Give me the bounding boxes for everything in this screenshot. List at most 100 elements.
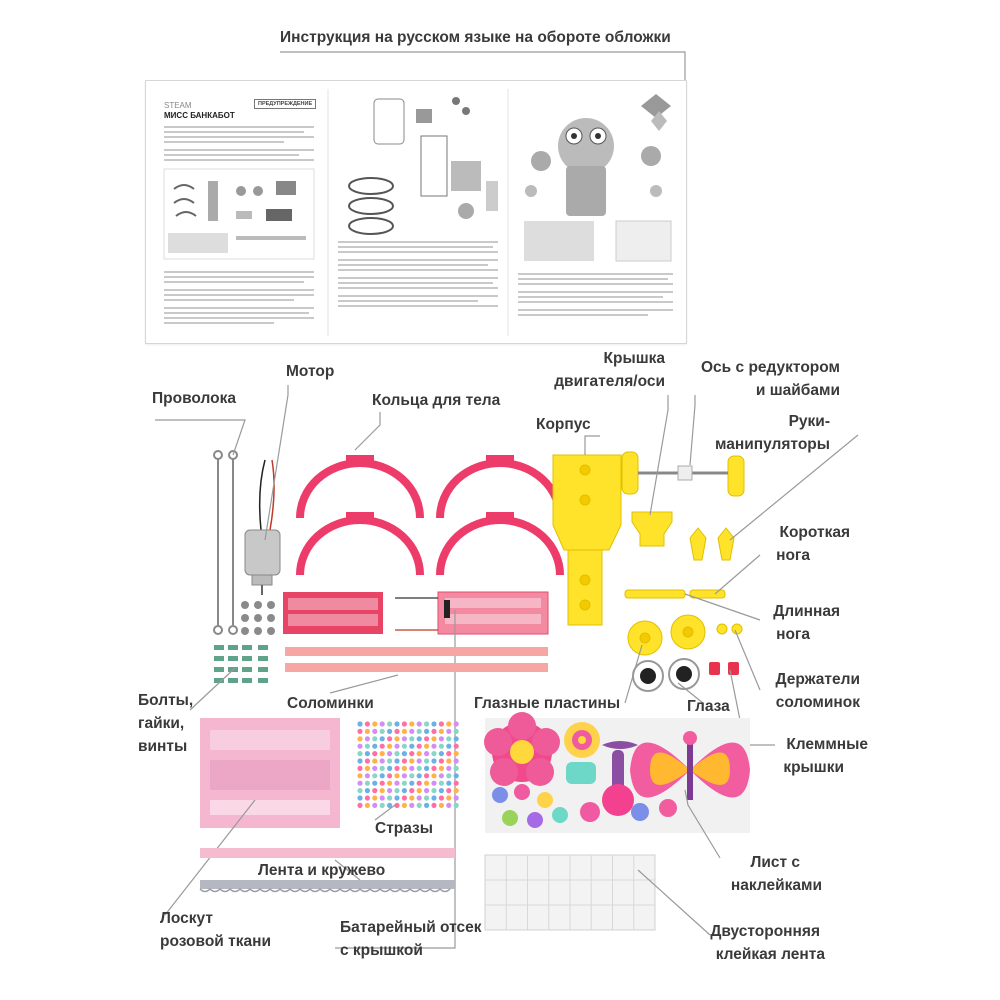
rhinestone xyxy=(401,788,407,794)
rhinestone xyxy=(453,743,459,749)
label-tape-1: Двусторонняя xyxy=(710,923,820,940)
rhinestone xyxy=(394,795,400,801)
rhinestone xyxy=(424,751,430,757)
rhinestone xyxy=(357,736,363,742)
rhinestone xyxy=(357,743,363,749)
rhinestone xyxy=(401,743,407,749)
rhinestone xyxy=(357,780,363,786)
label-rhinestones: Стразы xyxy=(375,820,434,837)
rhinestone xyxy=(431,788,437,794)
leader-long-leg xyxy=(684,593,761,621)
rhinestone xyxy=(379,788,385,794)
rhinestone xyxy=(438,743,444,749)
rhinestone xyxy=(416,728,422,735)
rhinestone xyxy=(438,780,444,786)
rhinestone xyxy=(379,780,385,786)
label-eyes: Глаза xyxy=(687,698,730,715)
rhinestone xyxy=(387,721,393,727)
rhinestone xyxy=(438,802,444,809)
rhinestone xyxy=(379,743,385,749)
rhinestone xyxy=(379,736,385,742)
rhinestone xyxy=(372,773,378,779)
label-arms-1: Руки- xyxy=(788,413,830,430)
sheet-warning: ПРЕДУПРЕЖДЕНИЕ xyxy=(254,99,317,109)
label-chassis: Корпус xyxy=(536,416,591,433)
rhinestone xyxy=(401,758,407,764)
rhinestone xyxy=(409,788,415,794)
rhinestone xyxy=(424,773,430,779)
rhinestone xyxy=(453,728,459,735)
rhinestone xyxy=(364,758,370,764)
rhinestone xyxy=(453,795,459,801)
leader-axle xyxy=(689,395,696,466)
label-long-leg-2: нога xyxy=(776,626,810,643)
rhinestone xyxy=(424,765,430,772)
rhinestone xyxy=(379,773,385,779)
label-long-leg-1: Длинная xyxy=(773,603,840,620)
rhinestone xyxy=(438,736,444,742)
rhinestone xyxy=(387,773,393,779)
rhinestone xyxy=(364,795,370,801)
chassis-part xyxy=(552,454,622,626)
rhinestone xyxy=(446,802,452,809)
rhinestone xyxy=(416,721,422,727)
rhinestone xyxy=(453,802,459,809)
rhinestone xyxy=(438,788,444,794)
rhinestone xyxy=(416,758,422,764)
label-battery-1: Батарейный отсек xyxy=(340,919,482,936)
rhinestone xyxy=(364,751,370,757)
rhinestone xyxy=(409,751,415,757)
rhinestone xyxy=(364,802,370,809)
ribbon-lace-part xyxy=(199,848,455,893)
wire-part xyxy=(213,450,238,635)
rhinestone xyxy=(401,765,407,772)
rhinestone xyxy=(364,765,370,772)
rhinestone xyxy=(394,765,400,772)
rhinestone xyxy=(446,795,452,801)
sheet-brand: STEAM xyxy=(164,101,192,110)
leader-straws xyxy=(329,674,399,694)
rhinestone xyxy=(401,751,407,757)
rhinestone xyxy=(372,780,378,786)
rhinestone xyxy=(379,721,385,727)
rhinestone xyxy=(379,795,385,801)
rhinestone xyxy=(446,773,452,779)
rhinestone xyxy=(446,780,452,786)
rhinestone xyxy=(424,728,430,735)
rhinestone xyxy=(372,721,378,727)
rhinestone xyxy=(364,743,370,749)
rhinestone xyxy=(416,773,422,779)
rhinestone xyxy=(453,788,459,794)
rhinestone xyxy=(424,721,430,727)
rhinestone xyxy=(446,721,452,727)
rhinestone xyxy=(372,802,378,809)
label-fabric-2: розовой ткани xyxy=(160,933,272,950)
rhinestone xyxy=(416,765,422,772)
arms-part xyxy=(689,527,735,561)
rhinestone xyxy=(401,795,407,801)
rhinestone xyxy=(401,780,407,786)
instruction-sheet: STEAM МИСС БАНКАБОТ ПРЕДУПРЕЖДЕНИЕ xyxy=(145,80,687,344)
rhinestone xyxy=(394,780,400,786)
label-fabric-1: Лоскут xyxy=(160,910,213,927)
rhinestone xyxy=(357,795,363,801)
rhinestone xyxy=(424,743,430,749)
rhinestone xyxy=(372,758,378,764)
rhinestone xyxy=(379,751,385,757)
rhinestone xyxy=(431,736,437,742)
rhinestone xyxy=(364,721,370,727)
rhinestone xyxy=(446,736,452,742)
label-motor-cover-2: двигателя/оси xyxy=(554,373,665,390)
bolts-part xyxy=(214,601,275,683)
rhinestone xyxy=(372,751,378,757)
rhinestone xyxy=(409,736,415,742)
rhinestone xyxy=(424,736,430,742)
body-rings-part xyxy=(296,459,564,576)
rhinestone xyxy=(416,780,422,786)
rhinestone xyxy=(431,743,437,749)
straws-part xyxy=(285,647,548,672)
rhinestone xyxy=(416,795,422,801)
rhinestone xyxy=(431,795,437,801)
rhinestone xyxy=(387,758,393,764)
rhinestone xyxy=(372,788,378,794)
